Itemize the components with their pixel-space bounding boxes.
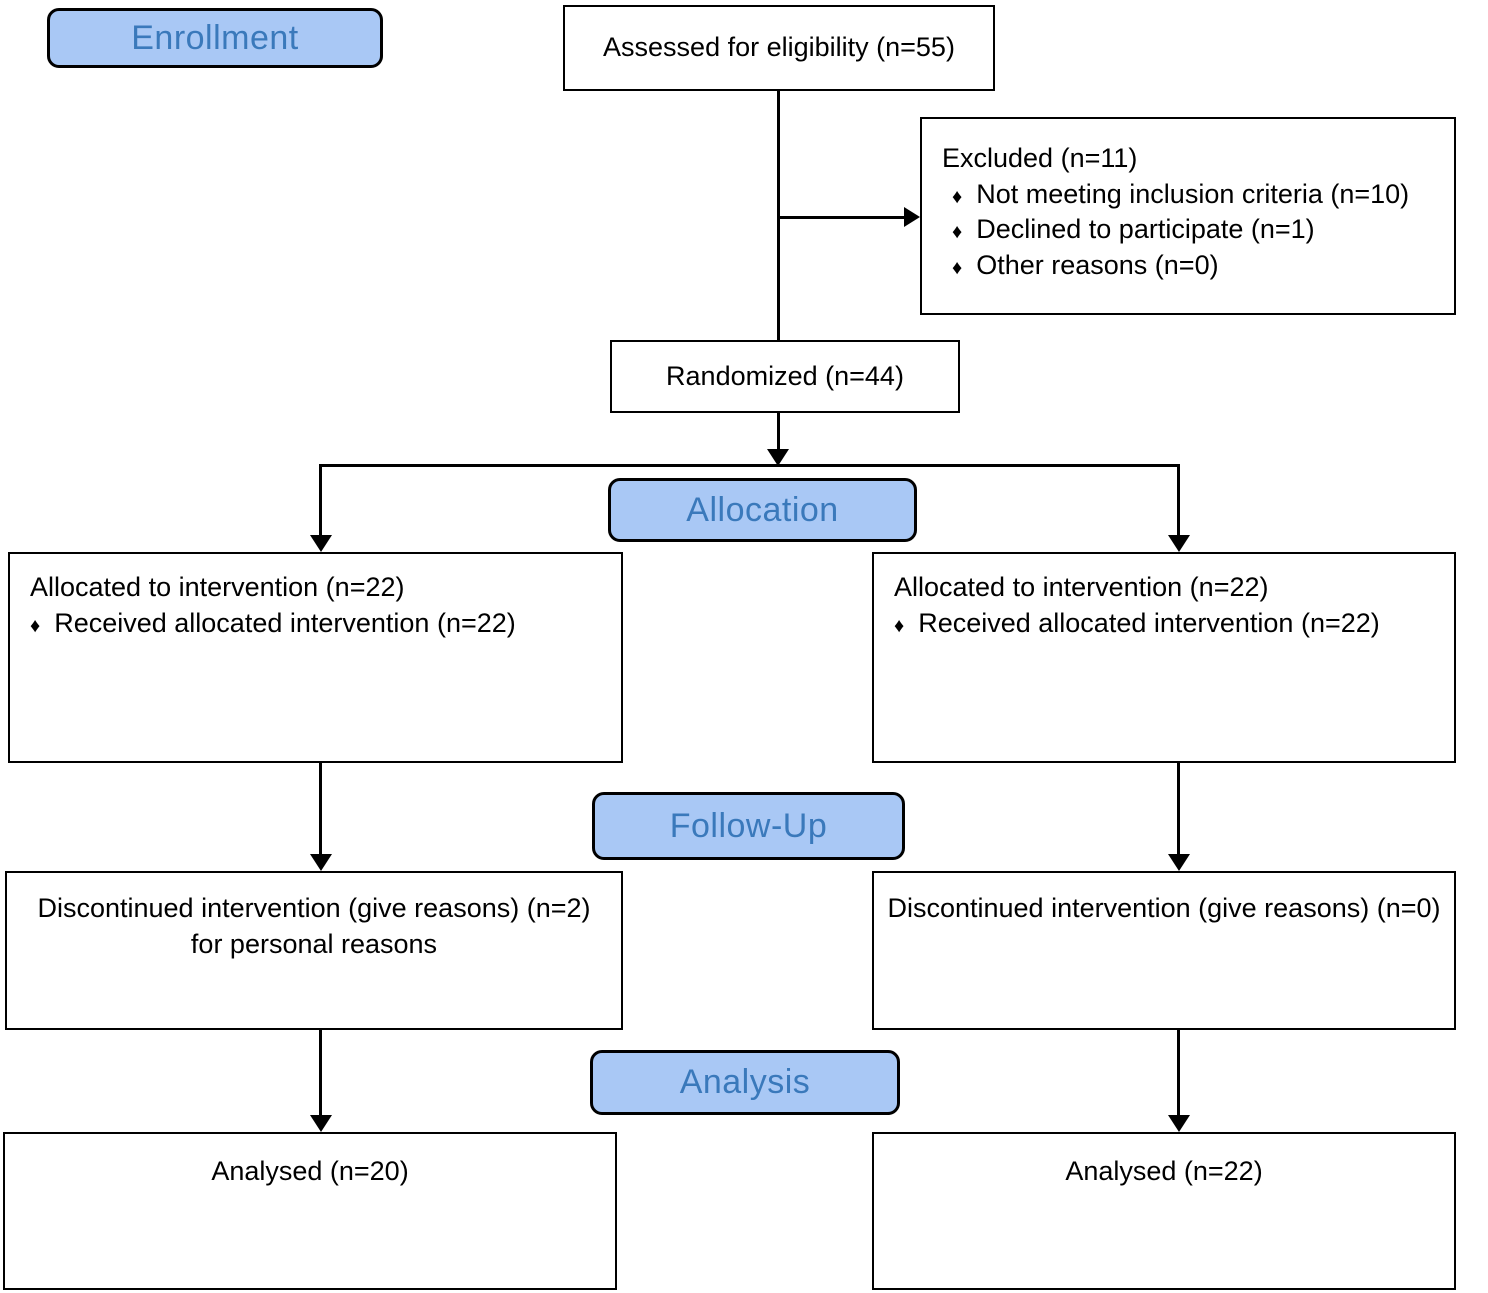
box-analysed-right: Analysed (n=22): [872, 1132, 1456, 1290]
stage-followup: Follow-Up: [592, 792, 905, 860]
connector-split-horizontal: [319, 464, 1180, 467]
box-randomized: Randomized (n=44): [610, 340, 960, 413]
excluded-bullet-item: ♦ Other reasons (n=0): [942, 248, 1440, 284]
connector-split-to-allocated-left: [319, 466, 322, 536]
box-discontinued-right: Discontinued intervention (give reasons)…: [872, 871, 1456, 1030]
box-allocated-left: Allocated to intervention (n=22) ♦ Recei…: [8, 552, 623, 763]
diamond-bullet-icon: ♦: [30, 614, 41, 637]
allocated-left-bullet-item: ♦ Received allocated intervention (n=22): [30, 606, 607, 642]
connector-allocated-to-discontinued-left: [319, 763, 322, 855]
stage-allocation-label: Allocation: [686, 490, 839, 529]
randomized-text: Randomized (n=44): [666, 360, 904, 391]
stage-analysis-label: Analysis: [679, 1063, 811, 1101]
arrowhead-split: [767, 449, 789, 466]
excluded-title: Excluded (n=11): [942, 143, 1138, 173]
stage-allocation: Allocation: [608, 478, 917, 542]
excluded-bullet-item: ♦ Declined to participate (n=1): [942, 212, 1440, 248]
stage-followup-label: Follow-Up: [669, 806, 828, 845]
arrowhead-allocated-left: [310, 535, 332, 552]
connector-assessed-to-randomized: [777, 91, 780, 340]
box-analysed-left: Analysed (n=20): [3, 1132, 617, 1290]
discontinued-right-line1: Discontinued intervention (give reasons)…: [887, 893, 1441, 923]
analysed-right-text: Analysed (n=22): [1065, 1156, 1263, 1186]
connector-randomized-to-split: [777, 413, 780, 450]
connector-discontinued-to-analysed-left: [319, 1030, 322, 1116]
excluded-item-text: Declined to participate (n=1): [976, 214, 1315, 245]
box-assessed-for-eligibility: Assessed for eligibility (n=55): [563, 5, 995, 91]
diamond-bullet-icon: ♦: [952, 256, 963, 279]
connector-allocated-to-discontinued-right: [1177, 763, 1180, 855]
arrowhead-excluded: [904, 207, 920, 227]
box-allocated-right: Allocated to intervention (n=22) ♦ Recei…: [872, 552, 1456, 763]
diamond-bullet-icon: ♦: [952, 185, 963, 208]
excluded-item-text: Other reasons (n=0): [976, 249, 1219, 280]
arrowhead-discontinued-right: [1168, 854, 1190, 871]
discontinued-left-line2: for personal reasons: [190, 928, 438, 959]
allocated-left-item-text: Received allocated intervention (n=22): [54, 607, 516, 638]
box-excluded: Excluded (n=11) ♦ Not meeting inclusion …: [920, 117, 1456, 315]
assessed-text: Assessed for eligibility (n=55): [603, 32, 955, 63]
arrowhead-discontinued-left: [310, 854, 332, 871]
arrowhead-analysed-right: [1168, 1115, 1190, 1132]
connector-to-excluded: [778, 216, 904, 219]
stage-enrollment-label: Enrollment: [131, 18, 299, 57]
arrowhead-analysed-left: [310, 1115, 332, 1132]
analysed-left-text: Analysed (n=20): [211, 1156, 409, 1186]
connector-split-to-allocated-right: [1177, 466, 1180, 536]
stage-enrollment: Enrollment: [47, 8, 383, 68]
allocated-right-title: Allocated to intervention (n=22): [894, 572, 1269, 602]
box-discontinued-left: Discontinued intervention (give reasons)…: [5, 871, 623, 1030]
diamond-bullet-icon: ♦: [952, 221, 963, 244]
allocated-left-title: Allocated to intervention (n=22): [30, 572, 405, 602]
allocated-right-item-text: Received allocated intervention (n=22): [918, 607, 1380, 638]
stage-analysis: Analysis: [590, 1050, 900, 1115]
connector-discontinued-to-analysed-right: [1177, 1030, 1180, 1116]
allocated-right-bullet-item: ♦ Received allocated intervention (n=22): [894, 606, 1440, 642]
arrowhead-allocated-right: [1168, 535, 1190, 552]
discontinued-left-line1: Discontinued intervention (give reasons)…: [37, 893, 591, 923]
excluded-bullet-item: ♦ Not meeting inclusion criteria (n=10): [942, 177, 1440, 213]
excluded-item-text: Not meeting inclusion criteria (n=10): [976, 178, 1410, 209]
diamond-bullet-icon: ♦: [894, 614, 905, 637]
